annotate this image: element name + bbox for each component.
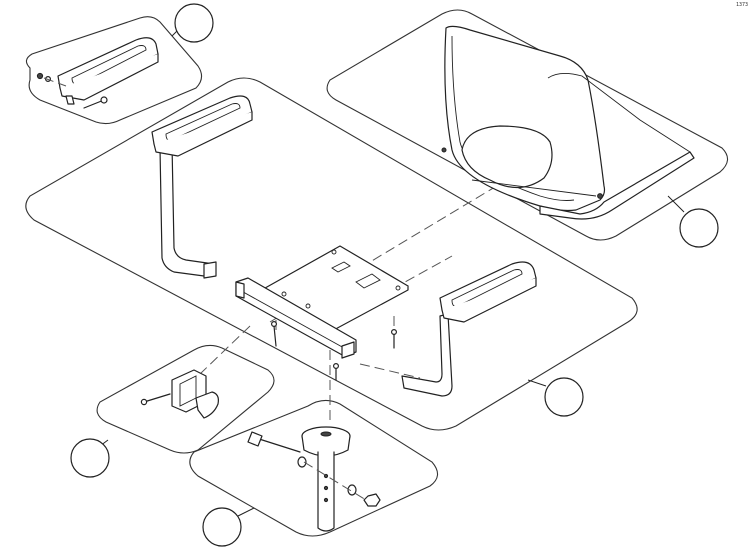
plate-hole [331, 249, 337, 255]
frame-screw [273, 325, 277, 347]
mounting-plate-assembly [235, 245, 409, 381]
bracket-screw [143, 393, 171, 403]
callout-armrest-pad-detail [174, 3, 214, 43]
callout-leader [237, 507, 255, 517]
figure-code: 1373 [736, 2, 748, 8]
callout-pedestal-detail [202, 507, 242, 547]
centerline [359, 363, 421, 379]
seat-pan [539, 151, 695, 220]
callout-frame-assembly [544, 377, 584, 417]
callouts [70, 3, 719, 547]
nut [36, 72, 44, 80]
screw-head [100, 96, 108, 104]
pedestal-hole [323, 485, 329, 491]
bracket-cap [195, 391, 219, 419]
plate-slot [355, 273, 381, 289]
callout-seat-shell-detail [679, 208, 719, 248]
frame-screw-head [391, 329, 398, 336]
centerline [303, 461, 367, 501]
callout-bracket-detail [70, 438, 110, 478]
plate-slot [331, 261, 351, 273]
lock-nut [363, 493, 381, 507]
callout-leader [527, 379, 547, 387]
bracket-screw-head [140, 398, 148, 406]
frame-screw-head [271, 321, 278, 328]
pedestal-post [317, 451, 335, 532]
pedestal-bolt-head [247, 431, 263, 447]
pedestal-hole [323, 497, 329, 503]
pedestal-bolt [255, 437, 301, 453]
plate-hole [281, 291, 287, 297]
seat-lumbar-panel [461, 125, 553, 189]
bracket-detail [140, 369, 219, 419]
plate-hole [395, 285, 401, 291]
callout-leader [667, 195, 685, 213]
seat-mount-hole [441, 147, 447, 153]
seat-pan-edge [547, 73, 691, 153]
left-arm-pad-base [153, 111, 253, 157]
armrest-pad-detail [36, 37, 159, 109]
pedestal-center-hole [320, 431, 332, 437]
plate-hole [305, 303, 311, 309]
washer [347, 484, 357, 496]
armrest-pad-groove [71, 45, 147, 85]
seat-mount-hole [597, 193, 603, 199]
left-arm-tube-end [203, 261, 217, 279]
right-armrest [401, 261, 537, 397]
right-arm-tube [401, 313, 453, 397]
left-armrest [151, 95, 253, 279]
centerline [199, 325, 251, 375]
right-arm-pad-base [441, 277, 537, 323]
centerline [43, 77, 67, 87]
seat-shell [441, 25, 695, 220]
cross-bar-end [235, 281, 245, 299]
armrest-pad-clip [65, 95, 75, 105]
seat-lower-edge [471, 179, 597, 197]
frame-screw-head [333, 363, 340, 370]
right-arm-pad-groove [451, 269, 523, 307]
pedestal-detail [247, 426, 381, 532]
washer [297, 456, 307, 468]
cross-bar-end [341, 341, 355, 359]
cross-bar-line [235, 287, 345, 349]
armrest-pad-base [59, 53, 159, 101]
left-arm-pad-groove [165, 103, 241, 141]
